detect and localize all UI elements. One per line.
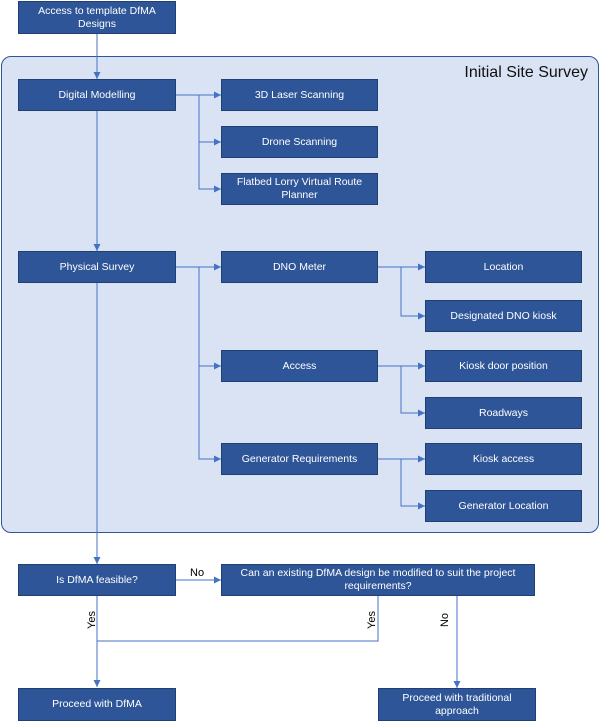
location-box: Location [425,251,582,283]
kiosk-access-box: Kiosk access [425,443,582,475]
roadways-box: Roadways [425,397,582,429]
proceed-dfma-box: Proceed with DfMA [18,688,176,721]
generator-location-box: Generator Location [425,490,582,522]
edge-label-no-feasible: No [190,567,205,579]
generator-requirements-box: Generator Requirements [221,443,378,475]
edge-digital-to-flatbed [198,142,221,193]
laser-scanning-box: 3D Laser Scanning [221,79,378,111]
edge-generator-to-genlocation [400,459,425,510]
edge-label-no-modify: No [439,612,452,628]
digital-modelling-box: Digital Modelling [18,79,176,111]
edge-dno-to-kiosk [400,267,425,320]
edge-label-yes-feasible: Yes [85,611,98,629]
dfma-feasible-box: Is DfMA feasible? [18,564,176,596]
modify-design-box: Can an existing DfMA design be modified … [221,564,535,596]
edge-label-yes-modify: Yes [365,611,378,629]
access-templates-box: Access to template DfMA Designs [18,1,176,34]
edge-digital-to-drone [198,95,221,146]
access-box: Access [221,350,378,382]
edge-access-to-roadways [400,366,425,417]
edge-physical-to-access [198,267,221,370]
designated-kiosk-box: Designated DNO kiosk [425,300,582,332]
flatbed-planner-box: Flatbed Lorry Virtual Route Planner [221,173,378,205]
edge-physical-to-generator [198,366,221,463]
edge-modify-yes [97,596,379,642]
proceed-traditional-box: Proceed with traditional approach [378,688,536,721]
panel-title: Initial Site Survey [464,64,588,81]
drone-scanning-box: Drone Scanning [221,126,378,158]
physical-survey-box: Physical Survey [18,251,176,283]
kiosk-door-box: Kiosk door position [425,350,582,382]
dno-meter-box: DNO Meter [221,251,378,283]
